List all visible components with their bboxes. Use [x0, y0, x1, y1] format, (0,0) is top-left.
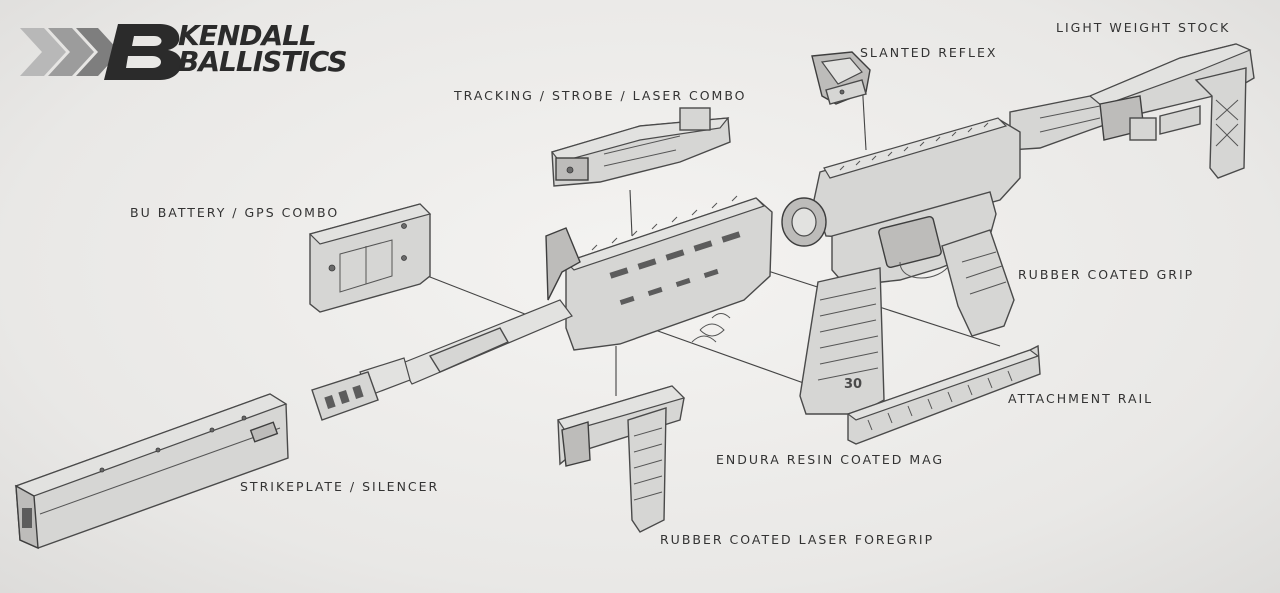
brand-name-line-1: KENDALL — [178, 19, 317, 52]
logo-monogram-b — [104, 24, 182, 80]
leader-tracking — [629, 189, 633, 237]
barrel-and-muzzle-brake — [311, 299, 573, 421]
logo-chevron-2 — [48, 28, 94, 76]
callout-strikeplate-silencer: Strikeplate / Silencer — [240, 479, 440, 494]
callout-rubber-coated-grip: Rubber Coated Grip — [1018, 267, 1195, 282]
brand-logo-mark — [20, 24, 182, 80]
magazine-capacity-mark: 30 — [844, 377, 862, 392]
rubber-coated-laser-foregrip — [557, 385, 686, 533]
tracking-strobe-laser-module — [550, 107, 731, 187]
slanted-reflex-sight — [811, 51, 871, 105]
receiver-assembly: 30 — [781, 117, 1021, 415]
callout-tracking-strobe-laser: Tracking / Strobe / Laser Combo — [454, 88, 747, 103]
leader-battery — [411, 269, 531, 317]
callout-slanted-reflex: Slanted Reflex — [860, 45, 998, 60]
callout-light-weight-stock: Light Weight Stock — [1056, 20, 1231, 35]
callout-attachment-rail: Attachment Rail — [1008, 391, 1154, 406]
attachment-rail — [846, 344, 1041, 445]
brand-name-line-2: BALLISTICS — [178, 45, 348, 78]
logo-chevron-1 — [20, 28, 66, 76]
strikeplate-silencer — [14, 393, 289, 550]
callout-bu-battery-gps: BU Battery / GPS Combo — [130, 205, 340, 220]
handguard — [545, 195, 773, 351]
bu-battery-gps-module — [308, 203, 432, 313]
light-weight-stock — [1009, 43, 1255, 179]
callout-endura-resin-mag: Endura Resin Coated Mag — [716, 452, 945, 467]
callout-rubber-coated-laser-foregrip: Rubber Coated Laser Foregrip — [660, 532, 935, 547]
